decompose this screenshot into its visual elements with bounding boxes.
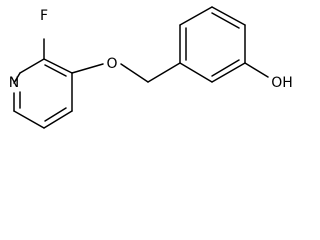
bond [43, 110, 73, 129]
bond [179, 62, 213, 83]
atom-oxygen-label: O [106, 56, 117, 72]
bond [13, 110, 45, 129]
bond [211, 6, 246, 26]
bond-c-oh [244, 62, 269, 78]
bond-c-o [71, 63, 104, 74]
molecule-structure: F N O OH [9, 6, 293, 129]
bond-ch2-c [147, 62, 181, 83]
bond-o-ch2 [120, 63, 149, 83]
pyridine-ring [13, 58, 73, 129]
double-bond [44, 107, 67, 122]
bond [13, 72, 21, 84]
bond [19, 58, 45, 74]
benzene-ring [179, 6, 246, 83]
bond [211, 62, 246, 83]
double-bond [211, 59, 240, 77]
bond [179, 6, 213, 26]
atom-fluorine-label: F [40, 8, 48, 24]
double-bond [211, 12, 240, 29]
atom-nitrogen-label: N [9, 75, 19, 91]
double-bond [44, 64, 67, 77]
bond [43, 58, 73, 74]
molecule-canvas: F N O OH [9, 6, 293, 129]
atom-hydroxyl-label: OH [271, 75, 293, 91]
